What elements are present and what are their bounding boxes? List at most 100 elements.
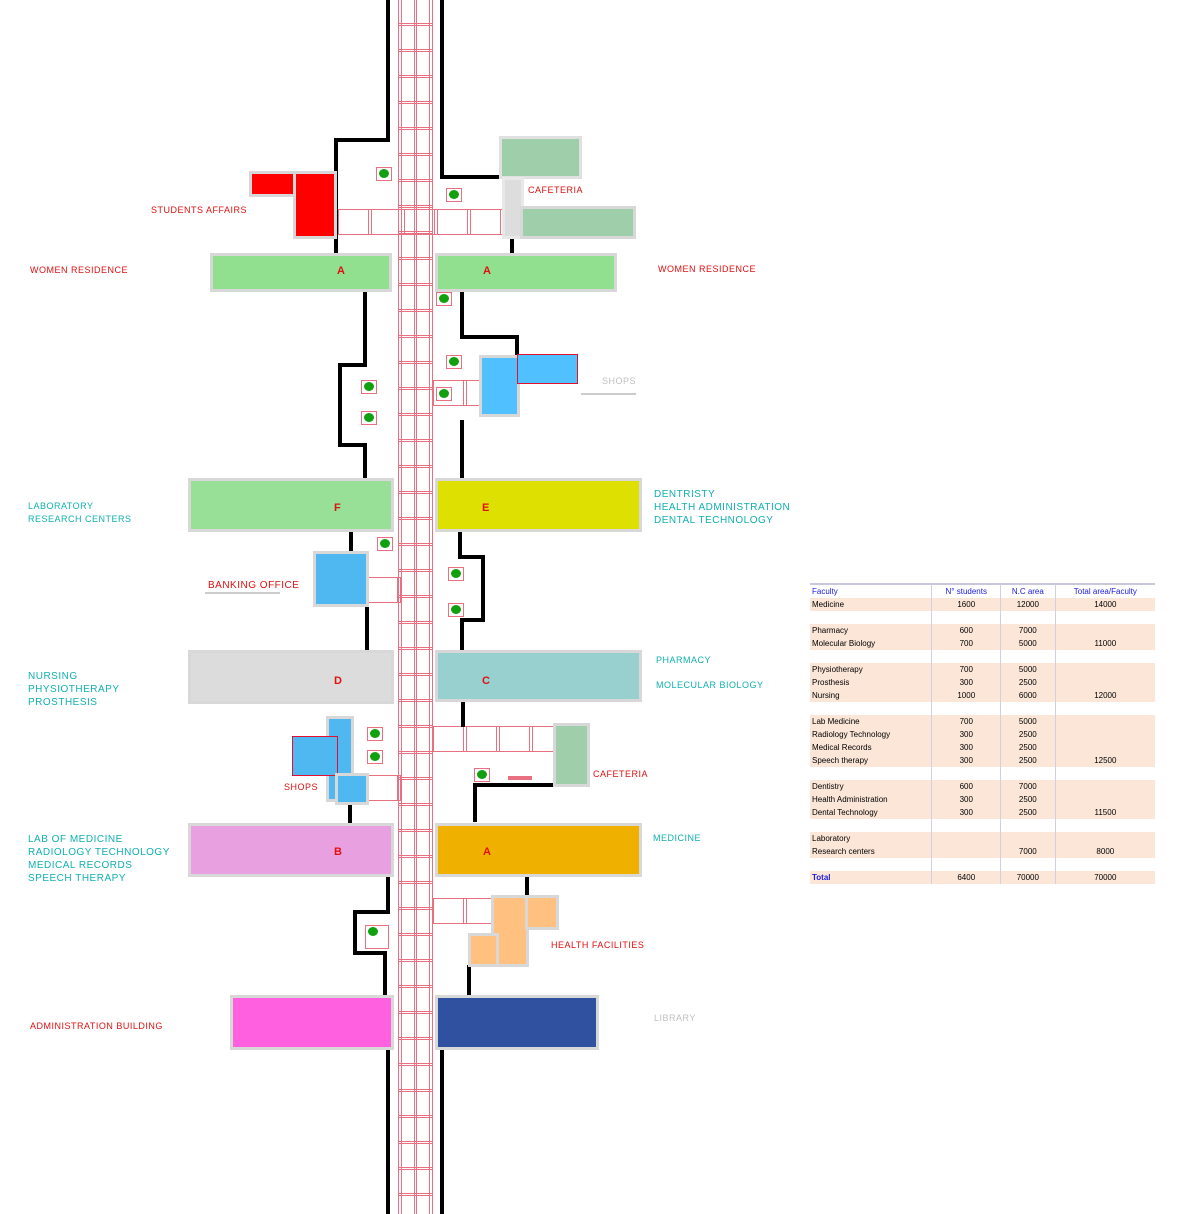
faculty-c-building: [435, 650, 642, 702]
table-cell: 6000: [1000, 689, 1056, 702]
table-cell: [931, 767, 1001, 780]
health-facilities-building: [525, 895, 559, 930]
table-cell: [1054, 728, 1155, 741]
table-cell: 300: [931, 728, 1001, 741]
faculty-a-medicine-building: [435, 823, 642, 877]
table-cell: [931, 845, 1001, 858]
label-research-centers: Research centers: [28, 514, 132, 524]
tree-icon: [448, 603, 464, 617]
shops-sign-line: [581, 393, 636, 395]
table-cell: 12000: [1000, 598, 1056, 611]
table-cell: [1054, 819, 1155, 832]
table-cell: Laboratory: [810, 832, 932, 845]
shops-building: [335, 773, 369, 805]
table-cell: 1000: [931, 689, 1001, 702]
label-health-facilities: Health facilities: [551, 940, 645, 950]
table-cell: 600: [931, 780, 1001, 793]
table-cell: 8000: [1054, 845, 1155, 858]
tree-icon: [448, 567, 464, 581]
table-cell: [810, 611, 932, 624]
table-cell: 12000: [1054, 689, 1155, 702]
table-cell: Speech therapy: [810, 754, 932, 767]
label-molecular-biology: Molecular biology: [656, 680, 764, 690]
tree-icon: [474, 768, 490, 782]
tree-icon: [376, 167, 392, 181]
students-affairs-building: [293, 171, 337, 239]
table-cell: Molecular Biology: [810, 637, 932, 650]
tree-icon: [367, 727, 383, 741]
table-cell: Total area/Faculty: [1054, 583, 1155, 598]
label-administration-building: Administration building: [30, 1021, 163, 1031]
table-cell: 300: [931, 676, 1001, 689]
table-row: [810, 858, 1155, 871]
table-cell: [810, 702, 932, 715]
table-cell: Dentistry: [810, 780, 932, 793]
table-cell: [1054, 663, 1155, 676]
building-letter: F: [334, 502, 341, 514]
table-cell: [931, 819, 1001, 832]
administration-building: [230, 995, 394, 1050]
table-cell: [1054, 793, 1155, 806]
table-cell: 7000: [1000, 845, 1056, 858]
table-cell: [1054, 858, 1155, 871]
table-cell: 70000: [1000, 871, 1056, 884]
tree-icon: [367, 750, 383, 764]
table-cell: [1054, 650, 1155, 663]
banking-sign-line: [205, 592, 280, 594]
table-cell: [931, 858, 1001, 871]
table-cell: [931, 832, 1001, 845]
walkway-bridge: [433, 898, 495, 924]
label-cafeteria: Cafeteria: [593, 769, 649, 779]
table-cell: [1054, 702, 1155, 715]
table-cell: Pharmacy: [810, 624, 932, 637]
table-cell: N.C area: [1000, 583, 1056, 598]
label-laboratory: Laboratory: [28, 501, 94, 511]
table-cell: [1000, 650, 1056, 663]
table-cell: 700: [931, 663, 1001, 676]
table-cell: 7000: [1000, 780, 1056, 793]
label-women-residence: Women residence: [658, 264, 757, 274]
label-cafeteria: Cafeteria: [528, 185, 584, 195]
table-cell: [931, 702, 1001, 715]
label-pharmacy: Pharmacy: [656, 655, 712, 665]
table-cell: [1054, 676, 1155, 689]
table-cell: 300: [931, 806, 1001, 819]
faculty-f-building: [188, 478, 394, 532]
label-women-residence: Women residence: [30, 265, 129, 275]
label-students-affairs: Students affairs: [151, 205, 248, 215]
label-radiology-technology: Radiology technology: [28, 847, 170, 858]
table-cell: [931, 650, 1001, 663]
table-cell: Nursing: [810, 689, 932, 702]
building-letter: B: [334, 846, 342, 858]
cafeteria-building: [520, 206, 636, 239]
table-cell: [1000, 819, 1056, 832]
table-cell: 6400: [931, 871, 1001, 884]
table-cell: 2500: [1000, 676, 1056, 689]
table-cell: Health Administration: [810, 793, 932, 806]
table-cell: 700: [931, 715, 1001, 728]
banking-office-building: [313, 551, 369, 607]
table-cell: [810, 819, 932, 832]
shops-building: [479, 355, 520, 417]
table-cell: 11000: [1054, 637, 1155, 650]
table-cell: [1000, 832, 1056, 845]
table-cell: Physiotherapy: [810, 663, 932, 676]
table-cell: [810, 650, 932, 663]
label-lab-of-medicine: Lab of medicine: [28, 834, 123, 845]
shops-building: [292, 736, 338, 776]
label-physiotherapy: Physiotherapy: [28, 684, 120, 695]
table-cell: 1600: [931, 598, 1001, 611]
table-cell: 2500: [1000, 741, 1056, 754]
table-cell: 2500: [1000, 754, 1056, 767]
central-walkway: [398, 0, 433, 1214]
tree-icon: [446, 188, 462, 202]
building-letter: C: [482, 675, 490, 687]
